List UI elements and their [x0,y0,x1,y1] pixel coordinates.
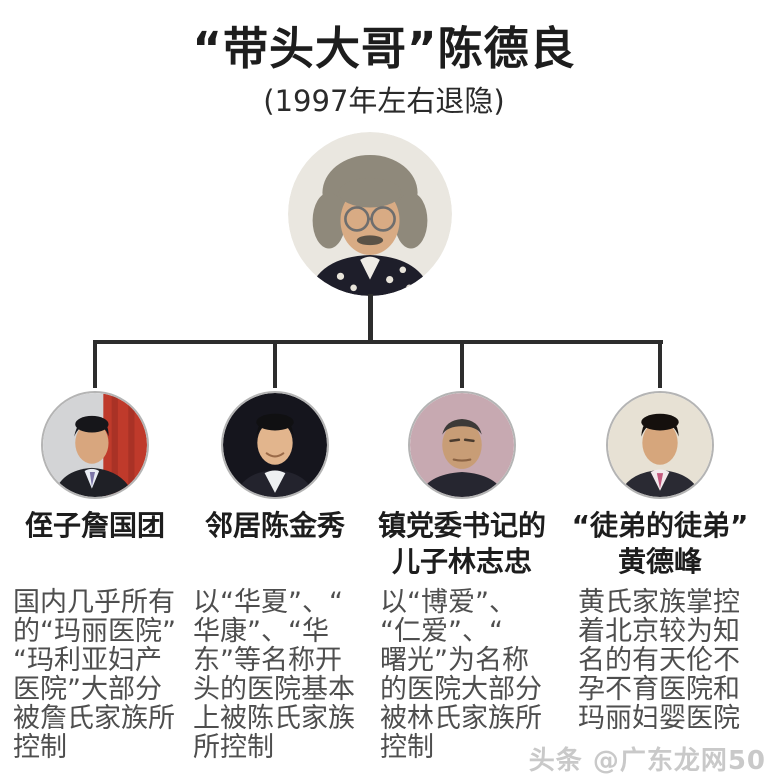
connector-drop-3 [460,340,464,388]
member-name: 邻居陈金秀 [204,509,345,542]
member-name: 侄子詹国团 [24,509,165,542]
connector-horizontal-bar [93,340,663,344]
avatar-chen-jinxiu [223,393,327,497]
avatar-zhan-guotuan [43,393,147,497]
smiling-man-portrait-icon [223,393,327,497]
watermark-toutiao: 头条 @广东龙网50 [528,746,766,776]
elderly-man-portrait-icon [288,132,452,296]
page-title: “带头大哥”陈德良 [192,22,576,75]
avatar-lin-zhizhong [410,393,514,497]
stern-man-portrait-icon [410,393,514,497]
member-column-lin-zhizhong: 镇党委书记的 儿子林志忠 以“博爱”、 “仁爱”、“ 曙光”为名称 的医院大部分… [372,393,552,762]
connector-drop-1 [93,340,97,388]
man-suit-flag-portrait-icon [43,393,147,497]
member-column-zhan-guotuan: 侄子詹国团 国内几乎所有 的“玛丽医院” “玛利亚妇产 医院”大部分 被詹氏家族… [5,393,185,762]
avatar-chen-deliang [288,132,452,296]
member-description: 国内几乎所有 的“玛丽医院” “玛利亚妇产 医院”大部分 被詹氏家族所 控制 [13,587,176,763]
connector-stem [368,294,373,344]
member-description: 以“博爱”、 “仁爱”、“ 曙光”为名称 的医院大部分 被林氏家族所 控制 [380,587,542,763]
member-column-huang-defeng: “徒弟的徒弟” 黄德峰 黄氏家族掌控 着北京较为知 名的有天伦不 孕不育医院和 … [570,393,750,733]
page-subtitle: (1997年左右退隐) [263,84,505,118]
member-name: “徒弟的徒弟” 黄德峰 [571,509,749,578]
member-column-chen-jinxiu: 邻居陈金秀 以“华夏”、“ 华康”、“华 东”等名称开 头的医院基本 上被陈氏家… [185,393,365,762]
member-description: 以“华夏”、“ 华康”、“华 东”等名称开 头的医院基本 上被陈氏家族 所控制 [193,587,355,763]
member-description: 黄氏家族掌控 着北京较为知 名的有天伦不 孕不育医院和 玛丽妇婴医院 [578,587,740,734]
connector-drop-4 [658,340,662,388]
connector-drop-2 [273,340,277,388]
member-name: 镇党委书记的 儿子林志忠 [377,509,546,578]
avatar-huang-defeng [608,393,712,497]
man-pink-tie-portrait-icon [608,393,712,497]
